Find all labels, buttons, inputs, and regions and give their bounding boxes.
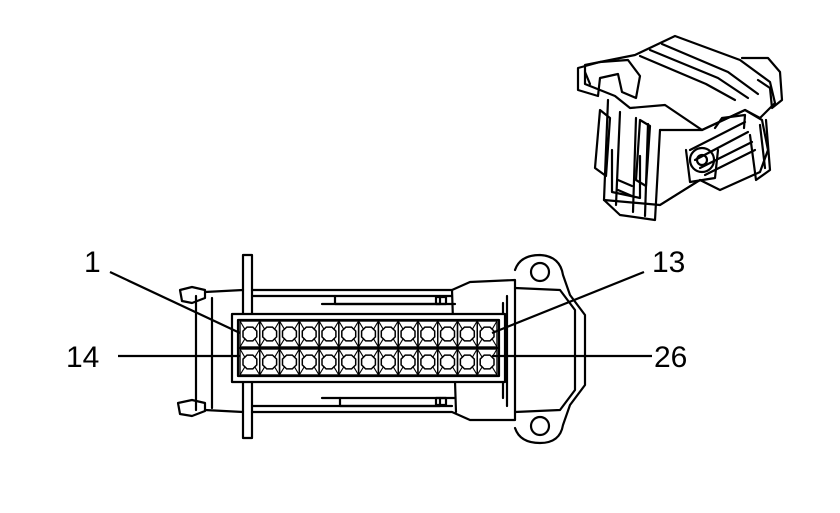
pin-cavity — [397, 320, 419, 348]
pin-callout-leaders — [109, 270, 652, 358]
pin-cavity — [476, 320, 498, 348]
pin-cavity — [377, 348, 399, 376]
pin-label-14: 14 — [66, 341, 99, 374]
pin-cavity — [377, 320, 399, 348]
pin-label-1: 1 — [84, 246, 101, 279]
pin-cavity — [397, 348, 419, 376]
pin-cavity-grid — [239, 320, 498, 376]
pin-label-13: 13 — [652, 246, 685, 279]
pin-cavity — [476, 348, 498, 376]
pin-label-26: 26 — [654, 341, 687, 374]
pin-cavity — [298, 348, 320, 376]
pin-cavity — [417, 320, 439, 348]
pin-cavity — [357, 348, 380, 376]
connector-isometric-view — [576, 34, 784, 222]
